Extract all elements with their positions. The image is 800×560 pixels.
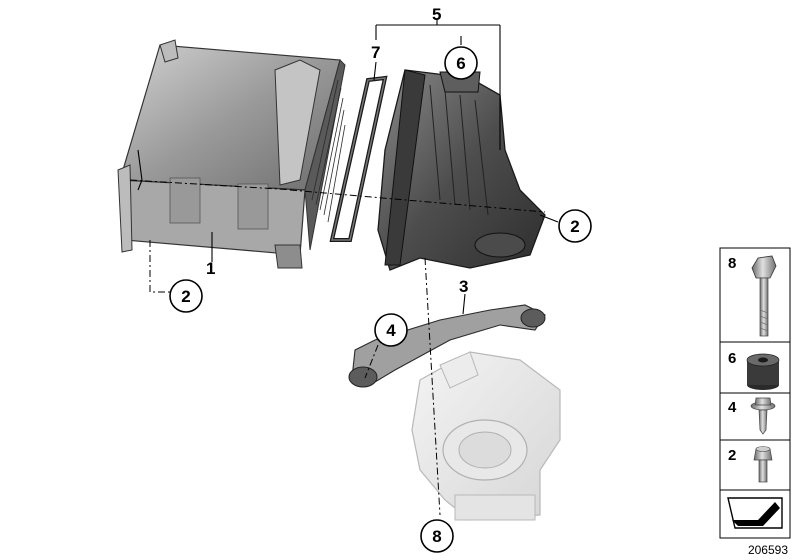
throttle-body [411, 351, 561, 521]
callout-6: 6 [444, 46, 478, 80]
charge-air-cooler [117, 39, 346, 269]
svg-text:6: 6 [728, 350, 736, 367]
svg-text:3: 3 [459, 277, 468, 296]
arrow-symbol-icon [727, 497, 783, 529]
flange-screw-icon [750, 397, 776, 435]
intake-duct [377, 69, 546, 271]
callout-2-lower-left: 2 [169, 279, 203, 313]
rubber-mount-icon [746, 353, 780, 390]
legend-row-2: 2 [728, 446, 773, 483]
leader-lines [211, 20, 559, 315]
gasket [329, 75, 388, 242]
svg-text:8: 8 [432, 527, 441, 546]
callout-1: 1 [206, 259, 215, 278]
callout-4: 4 [374, 313, 408, 347]
long-bolt-icon [751, 255, 777, 337]
fastener-legend: 8 6 4 [719, 247, 791, 539]
svg-text:2: 2 [570, 217, 579, 236]
legend-row-4: 4 [728, 397, 776, 435]
svg-text:5: 5 [432, 5, 441, 24]
legend-row-8: 8 [728, 255, 777, 337]
callout-5: 5 [432, 5, 441, 24]
svg-text:4: 4 [728, 399, 737, 416]
svg-text:1: 1 [206, 259, 215, 278]
svg-text:8: 8 [728, 255, 736, 272]
svg-text:6: 6 [456, 54, 465, 73]
svg-text:2: 2 [181, 287, 190, 306]
legend-row-6: 6 [728, 350, 780, 390]
svg-text:4: 4 [386, 321, 396, 340]
svg-text:2: 2 [728, 447, 736, 464]
callout-8: 8 [420, 519, 454, 553]
callout-7: 7 [371, 43, 380, 62]
bracket [348, 304, 546, 388]
diagram-id: 206593 [748, 543, 788, 557]
short-bolt-icon [753, 446, 773, 483]
svg-text:7: 7 [371, 43, 380, 62]
callout-3: 3 [459, 277, 468, 296]
callout-2-right: 2 [558, 209, 592, 243]
assembly-lines [129, 179, 546, 516]
